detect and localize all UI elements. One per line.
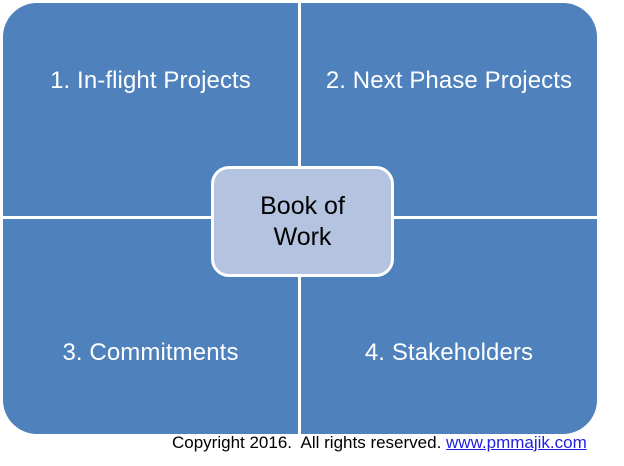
center-label-line1: Book of: [260, 191, 345, 220]
quadrant-label: 3. Commitments: [62, 339, 239, 366]
center-book-of-work: Book of Work: [211, 166, 394, 277]
center-label-line2: Work: [273, 222, 332, 251]
quadrant-commitments: 3. Commitments: [3, 219, 298, 434]
copyright-text: Copyright 2016. All rights reserved.: [172, 433, 447, 452]
website-link[interactable]: www.pmmajik.com: [446, 433, 587, 452]
quadrant-label: 1. In-flight Projects: [50, 67, 251, 94]
quadrant-label: 2. Next Phase Projects: [325, 67, 573, 94]
quadrant-in-flight-projects: 1. In-flight Projects: [3, 3, 298, 216]
book-of-work-matrix: 1. In-flight Projects 2. Next Phase Proj…: [3, 3, 597, 434]
copyright-footer: Copyright 2016. All rights reserved. www…: [172, 433, 587, 453]
quadrant-label: 4. Stakeholders: [364, 339, 534, 366]
